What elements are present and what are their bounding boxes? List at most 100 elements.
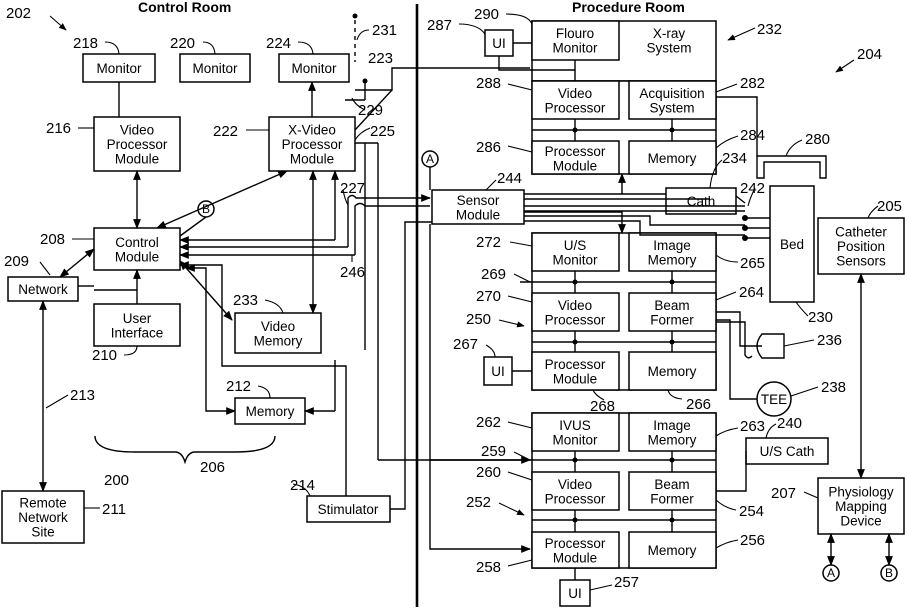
block-label-line: Monitor — [192, 61, 238, 76]
ref-268: 268 — [590, 398, 615, 415]
ref-231: 231 — [372, 22, 397, 39]
block-label-line: Flouro — [556, 26, 594, 41]
ui-267: UI — [484, 357, 512, 385]
ref-238: 238 — [821, 379, 846, 396]
xray-system-232: X-raySystem — [646, 26, 691, 56]
ref-236: 236 — [817, 332, 842, 349]
processor-module-286: ProcessorModule — [532, 141, 619, 174]
block-label-line: TEE — [761, 392, 787, 407]
block-label-line: Video — [558, 477, 592, 492]
block-label-line: Video — [558, 86, 592, 101]
svg-text:Memory: Memory — [648, 151, 697, 166]
monitor-224: Monitor — [279, 54, 349, 82]
block-label-line: Module — [115, 249, 159, 264]
catheter-position-sensors-205: CatheterPositionSensors — [818, 218, 904, 274]
bed-230: Bed — [770, 186, 814, 302]
user-interface-210: UserInterface — [94, 304, 180, 346]
block-label-line: Module — [115, 152, 159, 167]
ref-290: 290 — [474, 6, 499, 23]
svg-text:A: A — [827, 566, 835, 580]
block-label-line: UI — [492, 36, 506, 51]
ref-254: 254 — [739, 503, 764, 520]
svg-text:Memory: Memory — [648, 543, 697, 558]
ref-256: 256 — [740, 532, 765, 549]
block-label-line: Bed — [780, 237, 804, 252]
svg-text:X-VideoProcessorModule: X-VideoProcessorModule — [282, 123, 343, 167]
svg-text:BeamFormer: BeamFormer — [650, 298, 694, 328]
svg-text:ImageMemory: ImageMemory — [648, 238, 697, 268]
block-label-line: Processor — [545, 536, 606, 551]
network-209: Network — [8, 277, 78, 301]
block-label-line: Processor — [545, 312, 606, 327]
svg-text:A: A — [426, 152, 434, 166]
video-processor-270: VideoProcessor — [532, 293, 619, 331]
connector-b-bottom: B — [881, 565, 897, 581]
procedure-room-header: Procedure Room — [572, 0, 685, 15]
x-video-processor-module-222: X-VideoProcessorModule — [269, 117, 355, 171]
block-label-line: Module — [456, 207, 500, 222]
block-label-line: UI — [491, 364, 505, 379]
stimulator-214: Stimulator — [307, 496, 390, 522]
block-label-line: Mapping — [835, 499, 887, 514]
svg-text:ProcessorModule: ProcessorModule — [545, 144, 606, 174]
ref-216: 216 — [46, 120, 71, 137]
ref-222: 222 — [213, 123, 238, 140]
ref-244: 244 — [497, 170, 522, 187]
block-label-line: UI — [568, 586, 582, 601]
ref-266: 266 — [686, 396, 711, 413]
block-label-line: Memory — [648, 543, 697, 558]
svg-text:UI: UI — [568, 586, 582, 601]
control-room-wiring — [0, 0, 530, 509]
block-label-line: U/S — [564, 238, 587, 253]
ref-218: 218 — [73, 35, 98, 52]
svg-text:Monitor: Monitor — [96, 61, 142, 76]
block-label-line: Video — [261, 319, 295, 334]
ref-230: 230 — [808, 309, 833, 326]
monitor-218: Monitor — [83, 54, 155, 82]
svg-text:B: B — [885, 566, 893, 580]
block-label-line: X-ray — [653, 26, 686, 41]
svg-text:Bed: Bed — [780, 237, 804, 252]
sensor-module-244: SensorModule — [432, 190, 524, 224]
ref-207: 207 — [771, 485, 796, 502]
ref-262: 262 — [476, 414, 501, 431]
block-label-line: Network — [18, 510, 68, 525]
memory-266: Memory — [629, 352, 716, 390]
ref-242: 242 — [740, 180, 765, 197]
video-processor-260: VideoProcessor — [532, 472, 619, 510]
ivus-monitor-262: IVUSMonitor — [532, 413, 619, 451]
ref-264: 264 — [739, 284, 764, 301]
connector-a-bottom: A — [823, 565, 839, 581]
brace-206 — [95, 436, 275, 462]
block-label-line: Memory — [648, 252, 697, 267]
physiology-mapping-device-207: PhysiologyMappingDevice — [818, 478, 904, 534]
block-label-line: Memory — [648, 151, 697, 166]
ref-259: 259 — [481, 443, 506, 460]
block-label-line: Site — [31, 525, 54, 540]
ref-224: 224 — [266, 35, 291, 52]
block-label-line: System — [649, 100, 694, 115]
block-label-line: Module — [553, 550, 597, 565]
svg-text:ControlModule: ControlModule — [115, 235, 159, 265]
ref-223: 223 — [368, 50, 393, 67]
block-label-line: Video — [558, 298, 592, 313]
block-label-line: Memory — [246, 404, 295, 419]
ui-290: UI — [485, 30, 513, 56]
ref-286: 286 — [476, 139, 501, 156]
processor-module-258: ProcessorModule — [532, 532, 619, 568]
block-label-line: Module — [553, 158, 597, 173]
memory-212: Memory — [235, 398, 305, 424]
ref-260: 260 — [476, 464, 501, 481]
block-label-line: Remote — [19, 496, 66, 511]
svg-text:Memory: Memory — [648, 364, 697, 379]
control-module-208: ControlModule — [94, 228, 180, 270]
block-label-line: Monitor — [552, 432, 598, 447]
ref-209: 209 — [4, 253, 29, 270]
beam-former-254: BeamFormer — [629, 472, 716, 510]
monitor-220: Monitor — [180, 54, 250, 82]
ref-258: 258 — [476, 559, 501, 576]
block-label-line: Processor — [545, 357, 606, 372]
block-label-line: Interface — [111, 325, 164, 340]
svg-text:UI: UI — [491, 364, 505, 379]
